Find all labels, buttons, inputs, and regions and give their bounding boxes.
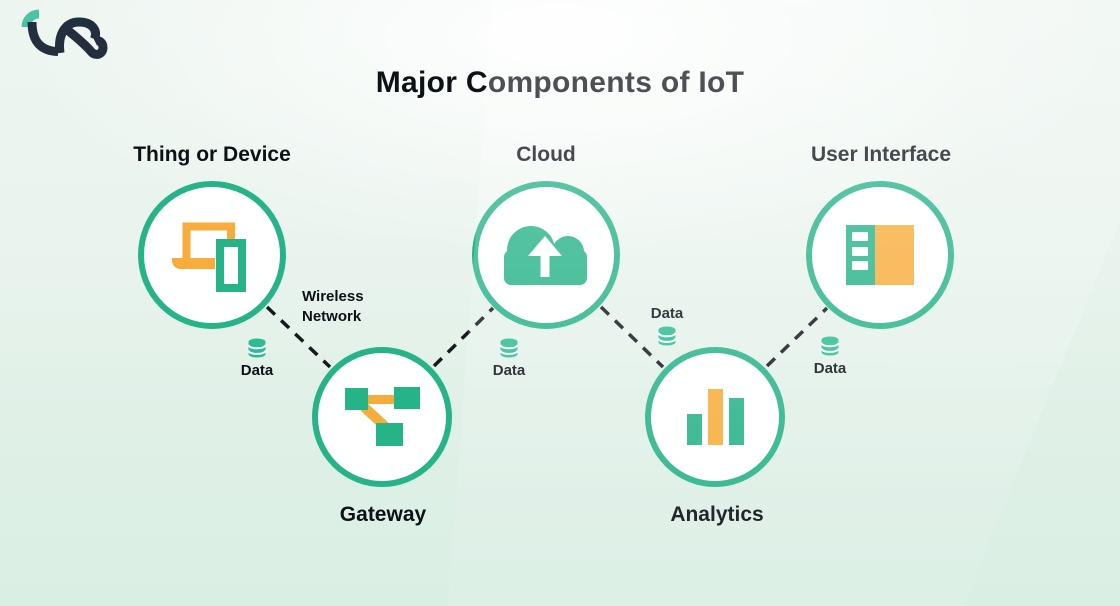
node-square-left [345,388,368,410]
data-label: Data [492,362,526,379]
node-circle-thing-or-device [138,181,286,329]
node-square-bottom [376,423,403,446]
wireless-network-label: Wireless Network [302,288,364,325]
data-badge-thing-gateway: Data [222,337,292,379]
page-title: Major Components of IoT [375,66,745,99]
logo-t-stroke [27,21,59,56]
node-label-gateway: Gateway [339,503,427,526]
dashboard-row-2 [852,247,868,256]
data-label: Data [240,362,274,379]
logo-tail-stroke [62,24,108,59]
node-label-analytics: Analytics [670,503,764,526]
cloud-upload-icon [504,226,587,285]
node-circle-user-interface [806,181,954,329]
devices-icon [172,222,246,292]
database-icon [247,338,267,358]
node-square-right [394,387,420,409]
node-circle-analytics [645,347,785,487]
upload-arrow-head [528,236,562,256]
upload-arrow-stem [540,254,550,277]
dashboard-row-1 [852,232,868,241]
node-link-horizontal [367,395,396,404]
dashboard-content [875,225,914,285]
logo-loop-stroke [55,17,100,54]
laptop-screen-shape [182,222,235,259]
data-label: Data [813,360,847,377]
node-label-user-interface: User Interface [810,143,952,166]
bar-short [687,414,702,445]
phone-shape [216,239,246,292]
database-icon [820,336,840,356]
data-badge-gateway-cloud: Data [474,337,544,379]
laptop-base-shape [172,258,215,269]
node-circle-cloud [472,181,620,329]
dashboard-row-3 [852,261,868,270]
tro-logo [21,9,108,59]
data-label: Data [650,305,684,322]
data-badge-cloud-analytics: Data [632,305,702,347]
database-icon [657,326,677,346]
bar-medium [729,398,744,445]
bar-tall [708,389,723,445]
data-badge-analytics-ui: Data [795,335,865,377]
network-nodes-icon [345,387,420,446]
node-label-cloud: Cloud [516,143,576,166]
logo-teal-arc [21,9,40,28]
node-label-thing-or-device: Thing or Device [133,143,291,166]
bar-chart-icon [687,389,744,445]
dashboard-icon [846,225,914,285]
node-circle-gateway [312,347,452,487]
database-icon [499,338,519,358]
